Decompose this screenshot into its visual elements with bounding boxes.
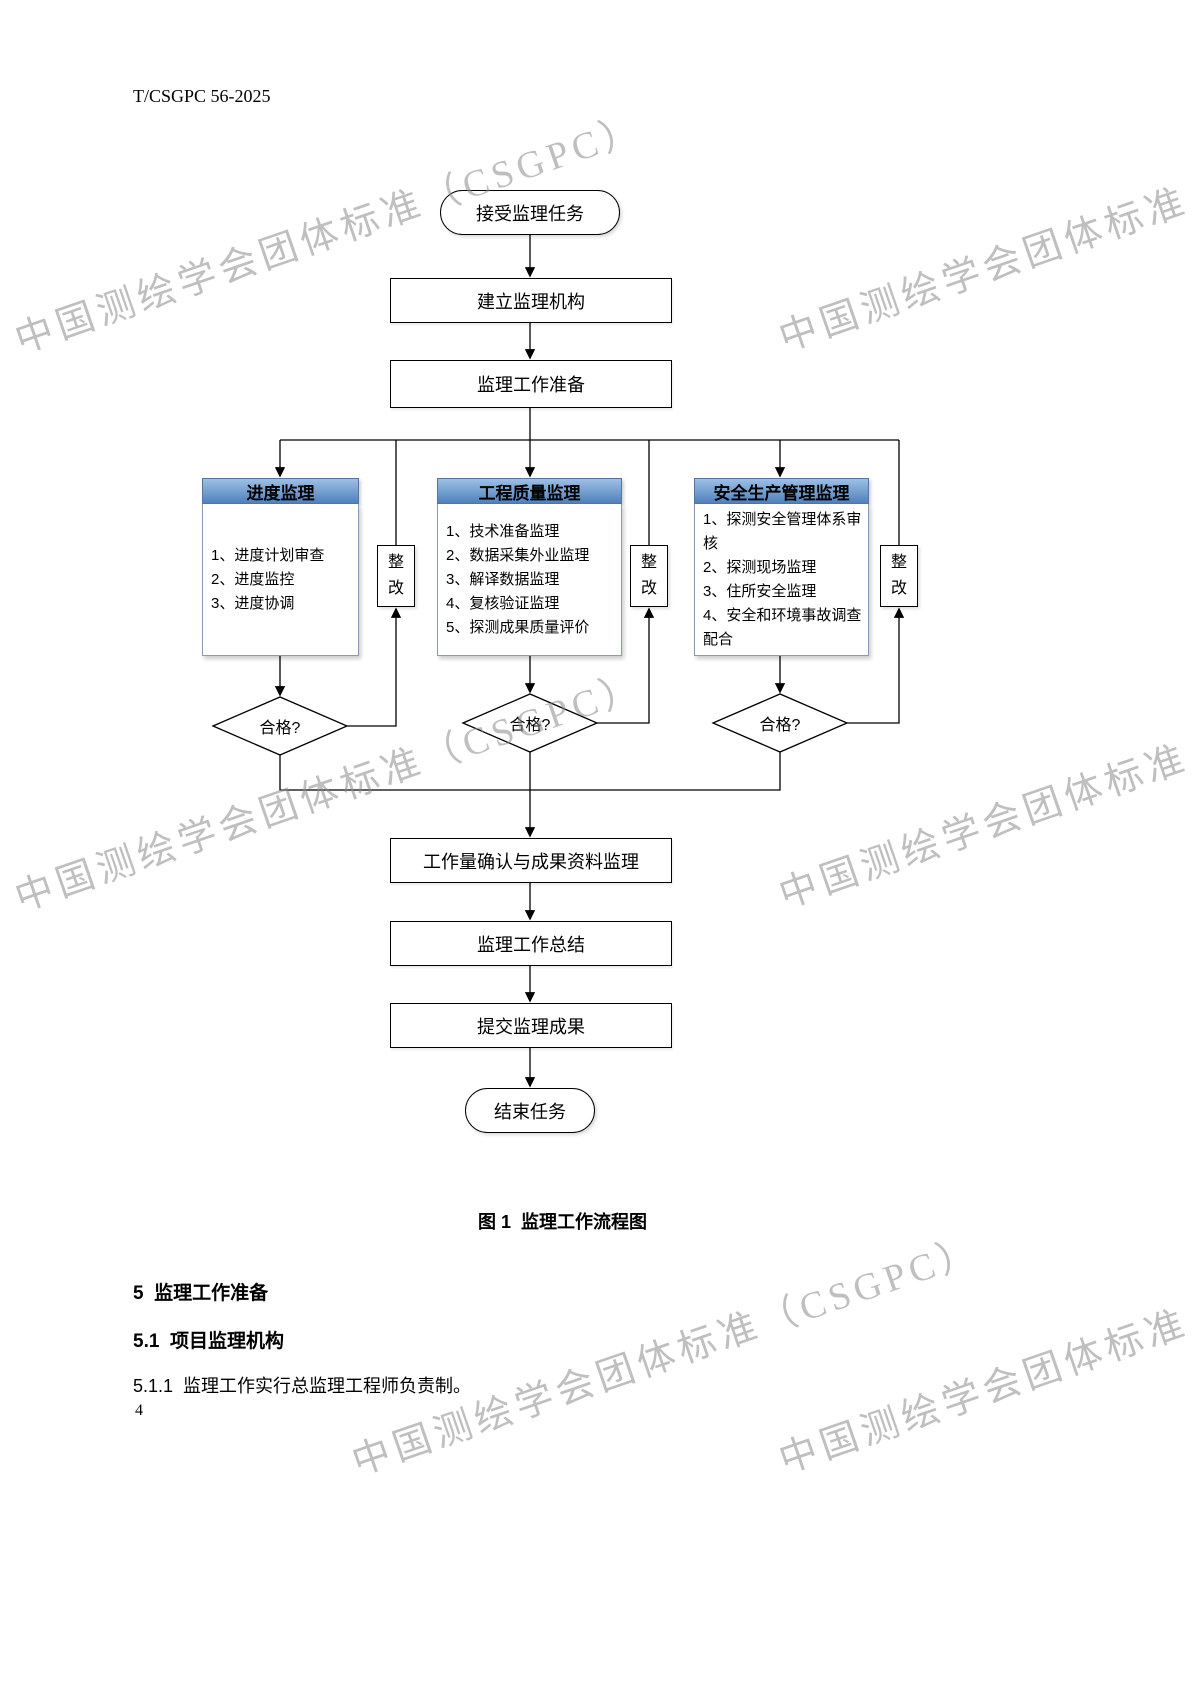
branch-list-item: 4、复核验证监理 (446, 594, 560, 612)
decision-label-safety: 合格? (759, 717, 801, 734)
branch-list-item: 3、解译数据监理 (446, 570, 560, 588)
section-heading-5-1: 5.1 项目监理机构 (133, 1331, 284, 1352)
branch-header-quality: 工程质量监理 (437, 478, 622, 504)
flow-node-prepare: 监理工作准备 (390, 360, 672, 408)
rectify-box-progress: 整改 (377, 545, 415, 607)
branch-list-item: 1、探测安全管理体系审核 (703, 510, 862, 552)
rectify-box-quality: 整改 (630, 545, 668, 607)
decision-diamonds (211, 693, 849, 756)
flow-node-end: 结束任务 (465, 1088, 595, 1133)
figure-caption: 图 1 监理工作流程图 (477, 1212, 647, 1232)
branch-header-progress: 进度监理 (202, 478, 359, 504)
decision-label-quality: 合格? (509, 717, 551, 734)
branch-list-item: 2、探测现场监理 (703, 558, 817, 576)
branch-list-item: 4、安全和环境事故调查配合 (703, 606, 862, 648)
branch-list-item: 3、进度协调 (211, 594, 295, 612)
branch-list-item: 1、技术准备监理 (446, 522, 560, 540)
flow-node-workload: 工作量确认与成果资料监理 (390, 838, 672, 883)
page-number: 4 (135, 1402, 143, 1419)
flow-node-establish: 建立监理机构 (390, 278, 672, 323)
section-heading-5: 5 监理工作准备 (133, 1283, 269, 1304)
branch-list-item: 1、进度计划审查 (211, 546, 325, 564)
branch-safety: 安全生产管理监理 1、探测安全管理体系审核 2、探测现场监理 3、住所安全监理 … (694, 478, 869, 656)
connector-lines (274, 235, 905, 1088)
branch-list-item: 5、探测成果质量评价 (446, 618, 590, 636)
branch-progress: 进度监理 1、进度计划审查 2、进度监控 3、进度协调 (202, 478, 359, 656)
decision-diamond-progress (211, 696, 349, 756)
decision-diamond-safety (711, 693, 849, 753)
branch-list-item: 2、数据采集外业监理 (446, 546, 590, 564)
doc-code: T/CSGPC 56-2025 (133, 86, 271, 106)
branch-body-safety: 1、探测安全管理体系审核 2、探测现场监理 3、住所安全监理 4、安全和环境事故… (694, 504, 869, 656)
flow-node-summary: 监理工作总结 (390, 921, 672, 966)
decision-label-progress: 合格? (259, 720, 301, 737)
rectify-box-safety: 整改 (880, 545, 918, 607)
clause-5-1-1: 5.1.1 监理工作实行总监理工程师负责制。 (133, 1376, 472, 1396)
branch-quality: 工程质量监理 1、技术准备监理 2、数据采集外业监理 3、解译数据监理 4、复核… (437, 478, 622, 656)
branch-list-item: 3、住所安全监理 (703, 582, 817, 600)
decision-diamond-quality (461, 693, 599, 753)
branch-body-progress: 1、进度计划审查 2、进度监控 3、进度协调 (202, 504, 359, 656)
branch-list-item: 2、进度监控 (211, 570, 295, 588)
flow-node-start: 接受监理任务 (440, 190, 620, 235)
flow-node-submit: 提交监理成果 (390, 1003, 672, 1048)
branch-body-quality: 1、技术准备监理 2、数据采集外业监理 3、解译数据监理 4、复核验证监理 5、… (437, 504, 622, 656)
branch-header-safety: 安全生产管理监理 (694, 478, 869, 504)
